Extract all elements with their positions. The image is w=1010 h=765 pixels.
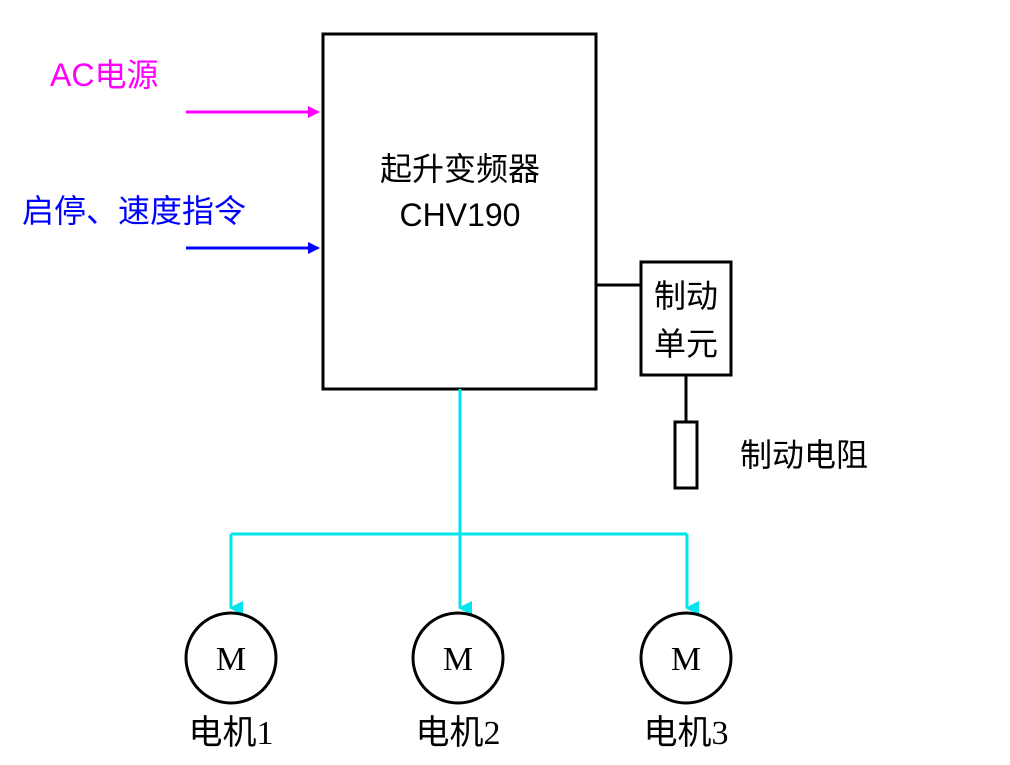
motor-3: M 电机3 [639, 611, 733, 752]
motor-3-circle [639, 611, 733, 705]
brake-resistor [673, 420, 699, 490]
motor-2: M 电机2 [411, 611, 505, 752]
motor-1-symbol: M [216, 641, 246, 678]
brake-unit-box [639, 260, 733, 377]
motor-2-label: 电机2 [416, 714, 501, 752]
brake-resistor-label: 制动电阻 [740, 437, 868, 473]
motor-3-symbol: M [671, 641, 701, 678]
inverter-model: CHV190 [400, 197, 521, 233]
motor-1: M 电机1 [184, 611, 278, 752]
inverter-box [321, 32, 598, 391]
motor-3-label: 电机3 [644, 714, 729, 752]
command-label: 启停、速度指令 [22, 193, 246, 229]
brake-unit-label-line1: 制动 [654, 278, 718, 314]
ac-power-label: AC电源 [50, 57, 158, 93]
motor-1-circle [184, 611, 278, 705]
motor-2-circle [411, 611, 505, 705]
motor-1-label: 电机1 [189, 714, 274, 752]
motor-2-symbol: M [443, 641, 473, 678]
inverter-title: 起升变频器 [380, 151, 540, 187]
brake-unit-label-line2: 单元 [654, 326, 718, 362]
